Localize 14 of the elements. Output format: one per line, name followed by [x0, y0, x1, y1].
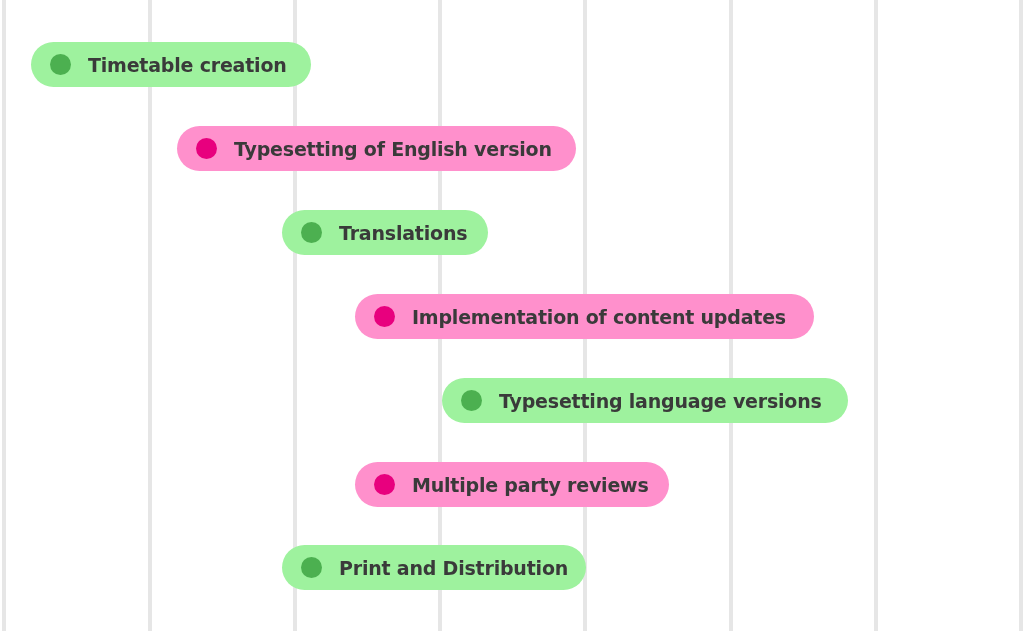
task-label: Typesetting of English version	[234, 137, 552, 160]
task-label: Timetable creation	[88, 53, 287, 76]
task-bar	[177, 126, 576, 171]
task-label: Print and Distribution	[339, 556, 569, 579]
task-bar	[282, 545, 587, 590]
task-bar	[282, 210, 488, 255]
task-label: Typesetting language versions	[499, 389, 822, 412]
task-label: Implementation of content updates	[412, 305, 786, 328]
task-bar	[355, 462, 669, 507]
task-bar	[442, 378, 848, 423]
task-label: Multiple party reviews	[412, 473, 649, 496]
task-bar	[31, 42, 311, 87]
task-label: Translations	[339, 221, 468, 244]
task-bar	[355, 294, 814, 339]
